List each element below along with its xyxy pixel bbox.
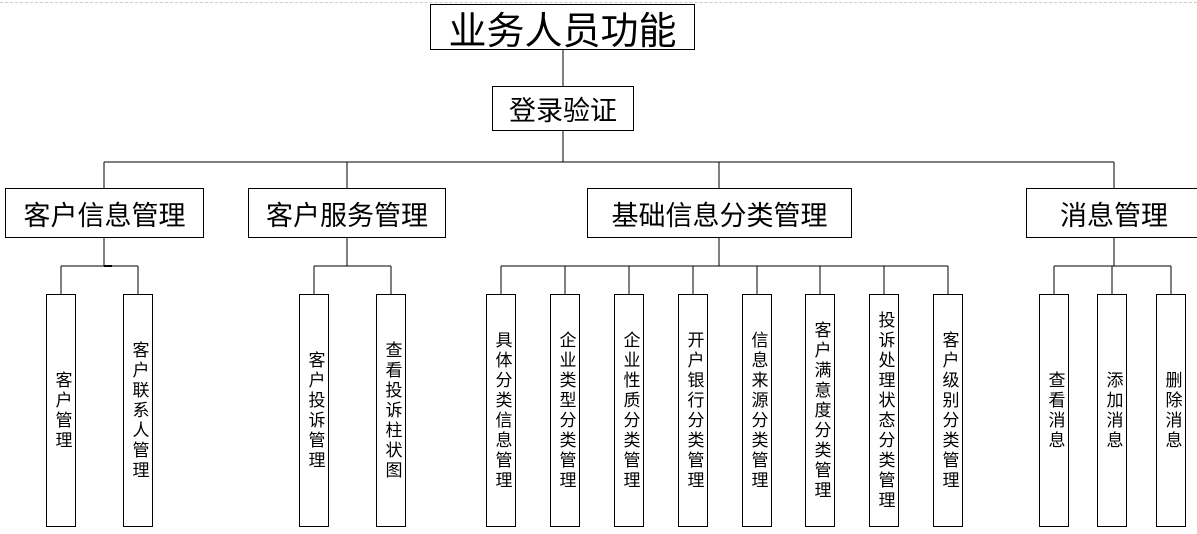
leaf-customer-manage: 客户管理 [46, 294, 76, 527]
leaf-customer-level: 客户级别分类管理 [933, 294, 963, 527]
leaf-add-message: 添加消息 [1097, 294, 1127, 527]
top-dashed-guide [0, 2, 1197, 3]
leaf-delete-message: 删除消息 [1156, 294, 1186, 527]
leaf-complaint-bar-chart: 查看投诉柱状图 [376, 294, 406, 527]
leaf-complaint-manage: 客户投诉管理 [299, 294, 329, 527]
category-customer-service: 客户服务管理 [248, 188, 446, 238]
leaf-view-message: 查看消息 [1039, 294, 1069, 527]
leaf-enterprise-type: 企业类型分类管理 [550, 294, 580, 527]
leaf-specific-category: 具体分类信息管理 [486, 294, 516, 527]
leaf-satisfaction: 客户满意度分类管理 [805, 294, 835, 527]
leaf-bank-category: 开户银行分类管理 [678, 294, 708, 527]
category-customer-info: 客户信息管理 [5, 188, 204, 238]
category-basic-info: 基础信息分类管理 [587, 188, 852, 238]
leaf-enterprise-nature: 企业性质分类管理 [614, 294, 644, 527]
auth-node: 登录验证 [492, 86, 634, 131]
category-messages: 消息管理 [1026, 188, 1197, 238]
leaf-customer-contact-manage: 客户联系人管理 [123, 294, 153, 527]
leaf-info-source: 信息来源分类管理 [742, 294, 772, 527]
root-node: 业务人员功能 [430, 4, 695, 53]
leaf-complaint-status: 投诉处理状态分类管理 [869, 294, 899, 527]
